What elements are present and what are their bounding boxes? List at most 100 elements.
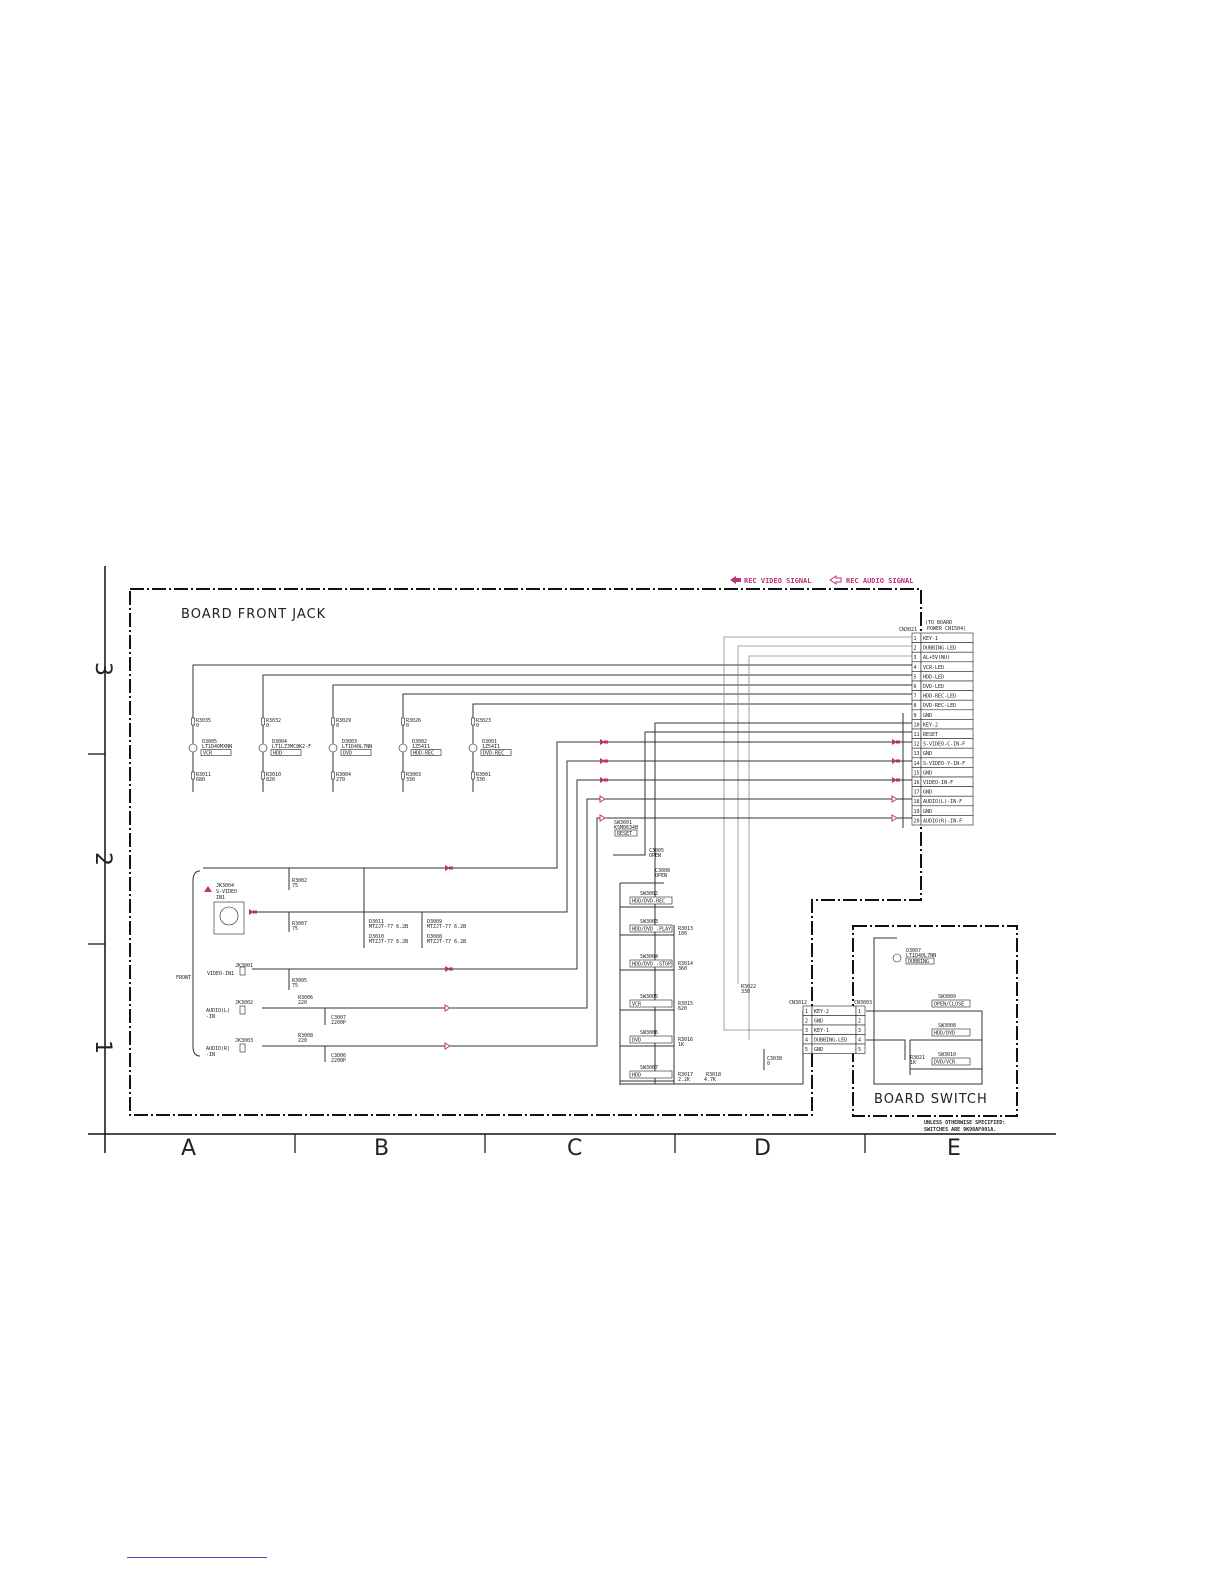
cn3021-pin-11-number: 11 [914, 732, 920, 738]
led-2-rtop-ref: R3032 [266, 718, 281, 724]
cn3021-pin-8-label: DVD-REC-LED [923, 703, 956, 709]
led-1-top-resistor [191, 717, 195, 726]
r3022-val: 330 [741, 989, 750, 995]
led-5-rtop-val: 0 [476, 723, 479, 729]
led-5-rbot-val: 330 [476, 777, 485, 783]
d3007-ref: D3007 [906, 948, 921, 954]
cn3003-pin-2-number: 2 [858, 1019, 861, 1025]
led-3-rbot-val: 270 [336, 777, 345, 783]
cn3021-pin-20-number: 20 [914, 818, 920, 824]
switch-1-ref: SW3002 [640, 891, 658, 897]
cn3012-pin-5-label: GND [814, 1047, 823, 1053]
led-1-bottom-resistor [191, 771, 195, 780]
d3010-ref: D3010 [369, 934, 384, 940]
c3006-ref: C3006 [331, 1053, 346, 1059]
switch-2-resistor-ref: R3013 [678, 926, 693, 932]
r3022-ref: R3022 [741, 984, 756, 990]
jk3002-ref: JK3002 [235, 1000, 253, 1006]
cn3003-pin-3-number: 3 [858, 1028, 861, 1034]
led-5-top-resistor [471, 717, 475, 726]
cn3021-pin-7-label: HDD-REC-LED [923, 694, 956, 700]
front-jack-board-title: BOARD FRONT JACK [181, 607, 326, 622]
switch-2-ref: SW3003 [640, 919, 658, 925]
switch-6-ref: SW3007 [640, 1065, 658, 1071]
led-2-func-box [270, 749, 302, 756]
cn3021-pin-19-label: GND [923, 809, 932, 815]
r3006-val: 220 [298, 1000, 307, 1006]
led-3-rtop-val: 0 [336, 723, 339, 729]
led-5-rtop-ref: R3023 [476, 718, 491, 724]
d3008-val: MTZJT-77 6.2B [427, 939, 466, 945]
cn3021-pin-12-number: 12 [914, 742, 920, 748]
rec-video-arrow-icon [730, 576, 741, 584]
led-4-part: 1Z54I1 [412, 744, 430, 750]
d3007-func: DUBBING [908, 959, 929, 965]
audio-r-jack-icon [239, 1043, 246, 1053]
cn3021-pin-17-number: 17 [914, 790, 920, 796]
cn3021-pin-6-label: DVD-LED [923, 684, 944, 690]
note-line1: UNLESS OTHERWISE SPECIFIED: [924, 1120, 1005, 1126]
dubbing-led-icon [892, 953, 902, 963]
switch-1-button [629, 896, 673, 905]
cn3021-pin-3-label: AL+5V(NU) [923, 655, 950, 661]
cn3003-pin-5-box [855, 1043, 866, 1054]
switch-4-ref: SW3005 [640, 994, 658, 1000]
video-jack-icon [239, 966, 246, 976]
right-switch-1-button [931, 999, 971, 1008]
led-5-ref: D3001 [482, 739, 497, 745]
switch-4-func: VCR [632, 1002, 642, 1008]
jk3002-line2: -IN [206, 1014, 215, 1020]
led-3-func: DVD [343, 751, 352, 757]
grid-col-c: C [567, 1136, 582, 1161]
cn3021-pin-18-number: 18 [914, 799, 920, 805]
rec-audio-arrow-icon [829, 575, 842, 585]
cn3021-pin-1-label: KEY-1 [923, 636, 938, 642]
switch-3-button [629, 959, 673, 968]
cn3003-pin-1-number: 1 [858, 1009, 861, 1015]
r3007-ref: R3007 [292, 921, 307, 927]
r3018-val: 4.7K [704, 1077, 716, 1083]
grid-col-b: B [374, 1136, 389, 1161]
switch-4-button [629, 999, 673, 1008]
led-2-func: HDD [273, 751, 282, 757]
c3007-ref: C3007 [331, 1015, 346, 1021]
led-4-rtop-val: 0 [406, 723, 409, 729]
led-5-part: 1Z54I1 [482, 744, 500, 750]
jk3001-label: VIDEO-IN1 [207, 971, 234, 977]
grid-frame: 3 2 1 A B C D E [88, 566, 1056, 1161]
cn3021-ref: CN3021 [899, 627, 917, 633]
d3007-part: LT1D40L7NN [906, 953, 936, 959]
led-4-bottom-resistor [401, 771, 405, 780]
led-1-func-box [200, 749, 232, 756]
cn3021-pin-15-number: 15 [914, 770, 920, 776]
right-switch-2-ref: SW3008 [938, 1023, 956, 1029]
board-outlines: BOARD FRONT JACK BOARD SWITCH UNLESS OTH… [129, 588, 1018, 1133]
cn3012-pin-5-number: 5 [805, 1047, 808, 1053]
grid-row-3: 3 [90, 662, 115, 676]
led-5-func-box [480, 749, 512, 756]
switch-5-ref: SW3006 [640, 1030, 658, 1036]
c3006-val: 2200P [331, 1058, 346, 1064]
sw3001-part: KSM0634B [614, 825, 638, 831]
switch-3-ref: SW3004 [640, 954, 658, 960]
rec-audio-signal-arrow-icon [599, 795, 606, 803]
switch-1-func: HDD/DVD-REC [632, 899, 665, 905]
cn3021-pin-6-number: 6 [914, 684, 917, 690]
rec-audio-signal-arrow-icon [444, 1004, 451, 1012]
rec-video-signal-arrow-icon [600, 758, 608, 764]
led-1-rtop-ref: R3035 [196, 718, 211, 724]
led-4-func: HDD-REC [413, 751, 434, 757]
switch-2-func: HDD/DVD -PLAY [632, 927, 671, 933]
right-switch-1-ref: SW3009 [938, 994, 956, 1000]
led-1-part: LT1D40MXNN [202, 744, 232, 750]
right-switch-2-func: HDD/DVD [934, 1031, 955, 1037]
led-4-ref: D3002 [412, 739, 427, 745]
led-3-part: LT1D40L7NN [342, 744, 372, 750]
cn3021-pin-5-label: HDD-LED [923, 674, 944, 680]
jk3003-line2: -IN [206, 1052, 215, 1058]
c3008-ref: C3008 [655, 868, 670, 874]
led-4-func-box [410, 749, 442, 756]
cn3012-pin-1-label: KEY-2 [814, 1009, 829, 1015]
grid-col-d: D [754, 1136, 771, 1161]
